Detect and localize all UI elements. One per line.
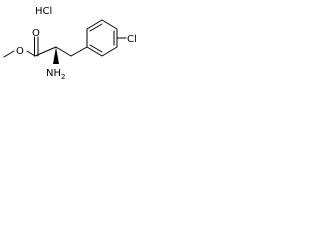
ester-o-c-bond: [26, 50, 36, 57]
carbonyl-oxygen-label: O: [32, 28, 40, 39]
ring-double-bond-3: [89, 44, 103, 53]
methyl-bond: [3, 50, 15, 58]
salt-label: HCl: [35, 6, 52, 17]
c-alpha-bond: [34, 46, 57, 57]
stereo-wedge-bond: [53, 47, 59, 64]
amino-group-label: NH2: [46, 68, 65, 81]
chemical-structure: HCl O O NH2 Cl: [3, 6, 137, 81]
ester-oxygen-label: O: [16, 46, 24, 57]
ring-double-bond-1: [89, 23, 103, 32]
amino-subscript: 2: [61, 73, 65, 81]
alpha-ch2-bond: [55, 46, 72, 57]
chlorine-label: Cl: [127, 34, 137, 45]
ch2-ring-bond: [70, 46, 88, 57]
benzene-ring: [86, 19, 118, 57]
